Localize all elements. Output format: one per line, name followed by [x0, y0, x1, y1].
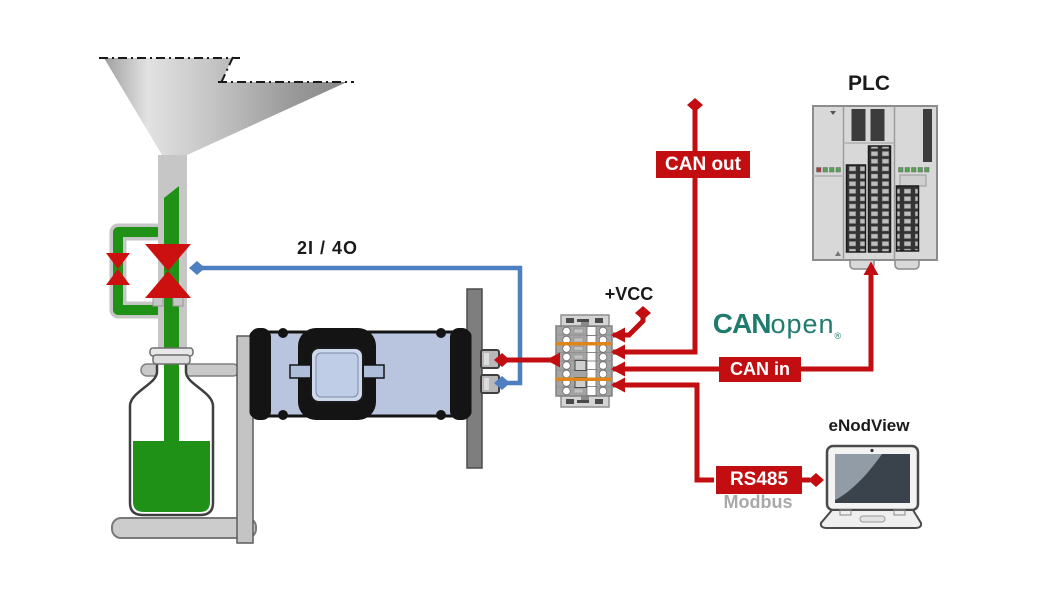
can-out-wire: [611, 98, 703, 360]
io-wire: [189, 261, 523, 390]
can-in-wire: [611, 261, 879, 377]
junction-box-icon: [555, 314, 613, 408]
main-valve-icon: [145, 244, 191, 307]
registered-mark: ®: [834, 331, 842, 341]
plc-label: PLC: [848, 72, 890, 95]
stand-bracket: [236, 335, 254, 544]
rs485-wire: [611, 377, 824, 487]
liquid-stream: [164, 186, 179, 448]
sensor-cable-wire: [494, 352, 560, 368]
can-in-label: CAN in: [719, 357, 801, 382]
rs485-label: RS485: [716, 466, 802, 494]
io-label: 2I / 4O: [296, 238, 359, 258]
modbus-label: Modbus: [723, 492, 793, 512]
vcc-wire: [611, 306, 651, 343]
hopper-funnel-icon: [99, 56, 354, 155]
bypass-valve-icon: [106, 253, 130, 285]
sensor-connector-icon: [480, 349, 500, 394]
bottle-icon: [128, 186, 215, 517]
canopen-logo-bold: CAN: [712, 308, 772, 339]
plc-icon: [812, 105, 938, 270]
canopen-logo-light: open: [770, 309, 835, 339]
laptop-icon: [819, 444, 923, 529]
vcc-label: +VCC: [604, 284, 654, 304]
liquid-fill: [133, 441, 210, 512]
canopen-logo: CANopen®: [712, 308, 842, 341]
enodview-label: eNodView: [828, 416, 910, 435]
load-cell-icon: [249, 288, 500, 469]
can-out-label: CAN out: [656, 151, 750, 178]
